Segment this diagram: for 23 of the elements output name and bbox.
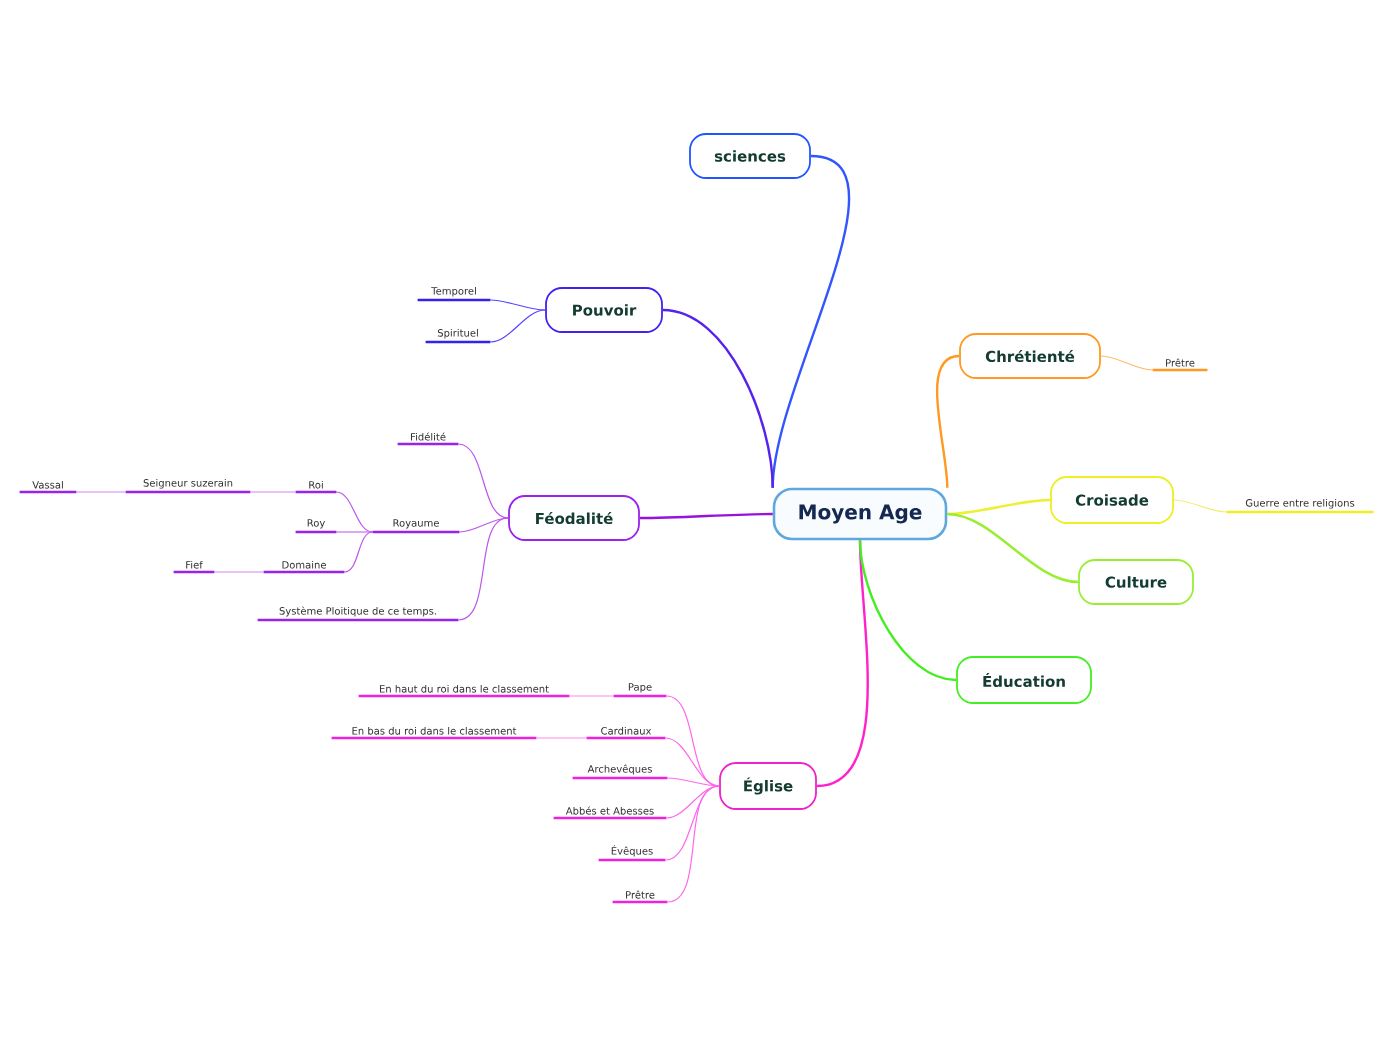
branch-line xyxy=(343,531,374,573)
branch-line xyxy=(947,512,1079,584)
branch-line xyxy=(568,695,615,697)
branch-line xyxy=(335,491,374,533)
branch-line xyxy=(249,491,297,493)
branch-line xyxy=(213,571,265,573)
branch-line xyxy=(75,491,127,493)
branch-line xyxy=(666,777,720,787)
branch-line xyxy=(662,308,774,488)
branch-line xyxy=(639,512,773,520)
branch-line xyxy=(858,540,957,682)
branch-line xyxy=(335,531,374,533)
branch-line xyxy=(489,309,546,343)
branch-line xyxy=(489,299,546,311)
branch-line xyxy=(1173,499,1228,513)
branch-line xyxy=(935,354,960,488)
branch-line xyxy=(666,785,720,903)
branch-line xyxy=(457,443,509,519)
branch-line xyxy=(1100,355,1154,371)
branch-line xyxy=(664,737,720,787)
branch-line xyxy=(535,737,588,739)
branch-line xyxy=(457,517,509,621)
central-topic-box: Moyen Age xyxy=(772,487,948,541)
